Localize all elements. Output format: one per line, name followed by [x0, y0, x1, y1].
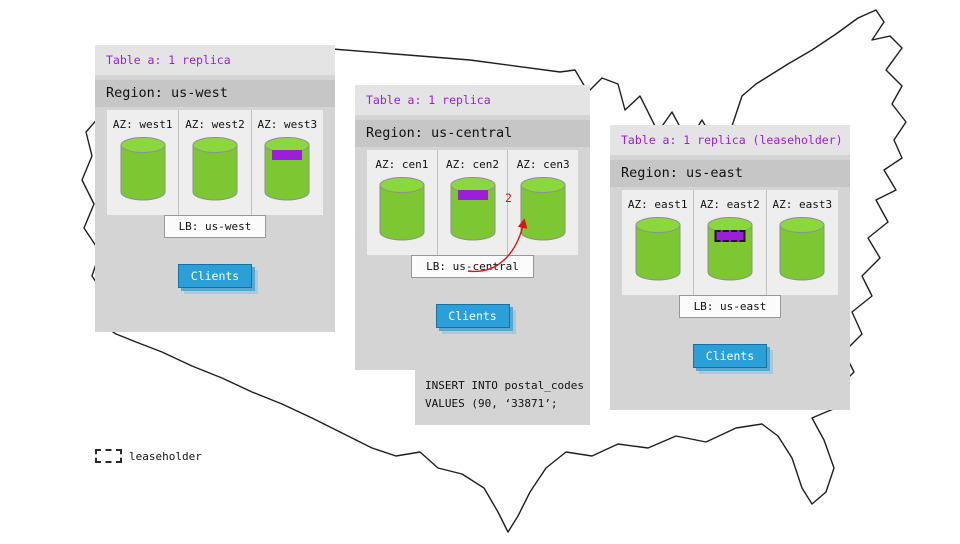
- region-label: Region: us-central: [355, 120, 590, 147]
- az-label: AZ: cen2: [446, 158, 499, 171]
- az-column: AZ: west3: [250, 110, 323, 215]
- leaseholder-legend-swatch-icon: [95, 449, 122, 463]
- leaseholder-marker: [714, 230, 746, 242]
- region-panel-us-east: Table a: 1 replica (leaseholder) Region:…: [610, 125, 850, 410]
- load-balancer: LB: us-central: [411, 255, 534, 278]
- sql-line: VALUES (90, ‘33871’;: [425, 397, 558, 411]
- az-label: AZ: east3: [772, 198, 833, 211]
- replica-cylinder: [379, 177, 425, 241]
- replica-cylinder: [450, 177, 496, 241]
- az-column: AZ: cen3: [507, 150, 578, 255]
- az-column: AZ: cen1: [367, 150, 437, 255]
- az-label: AZ: east2: [700, 198, 760, 211]
- region-panel-us-central: Table a: 1 replica Region: us-central AZ…: [355, 85, 590, 370]
- az-column: AZ: west1: [107, 110, 178, 215]
- legend: leaseholder: [95, 449, 202, 463]
- clients-node: Clients: [435, 304, 510, 328]
- az-label: AZ: west2: [185, 118, 245, 131]
- table-label: Table a: 1 replica (leaseholder): [610, 125, 850, 155]
- replica-cylinder: [192, 137, 238, 201]
- clients-node: Clients: [178, 264, 252, 288]
- az-container: AZ: east1 AZ: east2 AZ: east3: [622, 190, 838, 295]
- az-label: AZ: west3: [257, 118, 318, 131]
- sql-line: INSERT INTO postal_codes: [425, 379, 584, 392]
- load-balancer: LB: us-west: [163, 215, 267, 238]
- table-label: Table a: 1 replica: [355, 85, 590, 115]
- az-label: AZ: cen1: [375, 158, 429, 171]
- clients-node: Clients: [693, 344, 767, 368]
- az-column: AZ: west2: [178, 110, 250, 215]
- az-label: AZ: cen3: [516, 158, 570, 171]
- replica-cylinder: [707, 217, 753, 281]
- region-label: Region: us-east: [610, 160, 850, 187]
- az-label: AZ: east1: [627, 198, 688, 211]
- region-label: Region: us-west: [95, 80, 335, 107]
- az-column: AZ: east2: [693, 190, 765, 295]
- replica-cylinder: [635, 217, 681, 281]
- replica-cylinder: [520, 177, 566, 241]
- az-label: AZ: west1: [112, 118, 173, 131]
- load-balancer: LB: us-east: [678, 295, 782, 318]
- replica-cylinder: [120, 137, 166, 201]
- region-panel-us-west: Table a: 1 replica Region: us-west AZ: w…: [95, 45, 335, 332]
- legend-label: leaseholder: [129, 449, 202, 463]
- sql-statement: INSERT INTO postal_codes VALUES (90, ‘33…: [415, 368, 590, 425]
- az-column: AZ: cen2: [436, 150, 508, 255]
- az-column: AZ: east1: [622, 190, 693, 295]
- replica-range-marker: [457, 190, 488, 200]
- az-container: AZ: cen1 AZ: cen2 AZ: cen3: [367, 150, 578, 255]
- arrow-step-label: 2: [505, 191, 512, 205]
- az-container: AZ: west1 AZ: west2 AZ: west3: [107, 110, 323, 215]
- replica-cylinder: [264, 137, 310, 201]
- table-label: Table a: 1 replica: [95, 45, 335, 75]
- az-column: AZ: east3: [765, 190, 838, 295]
- replica-cylinder: [779, 217, 825, 281]
- replica-range-marker: [272, 150, 303, 160]
